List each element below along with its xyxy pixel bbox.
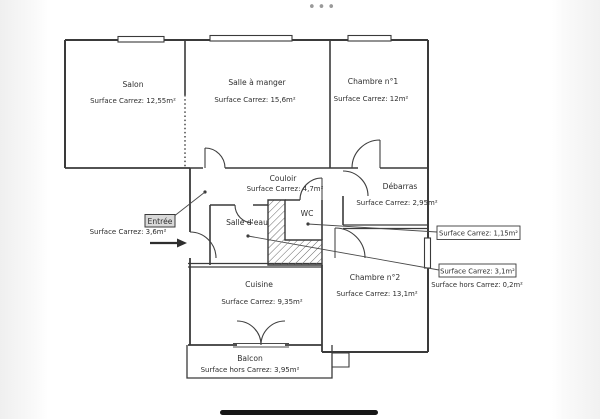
- salle-a-manger-surface: Surface Carrez: 15,6m²: [214, 96, 296, 104]
- home-indicator: [220, 410, 378, 415]
- chambre2-window: [423, 237, 432, 269]
- couloir-label: Couloir: [270, 174, 298, 183]
- wc-surface-label: Surface Carrez: 1,15m²: [439, 230, 518, 238]
- entree-label: Entrée: [148, 217, 173, 226]
- entree-callout: Entrée Surface Carrez: 3,6m²: [90, 214, 176, 236]
- door-swings: [189, 139, 381, 348]
- salle-deau-label: Salle d'eau: [226, 218, 268, 227]
- cuisine-surface: Surface Carrez: 9,35m²: [221, 298, 303, 306]
- couloir-surface: Surface Carrez: 4,7m²: [247, 185, 324, 193]
- wc-surface-callout: Surface Carrez: 1,15m²: [436, 225, 521, 240]
- wc-label: WC: [301, 209, 314, 218]
- chambre2-surface: Surface Carrez: 13,1m²: [336, 290, 418, 298]
- salle-deau-hors-surface-label: Surface hors Carrez: 0,2m²: [431, 281, 523, 289]
- balcon-surface: Surface hors Carrez: 3,95m²: [201, 366, 300, 374]
- salon-surface: Surface Carrez: 12,55m²: [90, 97, 176, 105]
- salle-deau-surface-label: Surface Carrez: 3,1m²: [440, 268, 515, 276]
- cuisine-label: Cuisine: [245, 280, 273, 289]
- salon-label: Salon: [122, 80, 143, 89]
- chambre1-label: Chambre n°1: [348, 77, 399, 86]
- chambre1-surface: Surface Carrez: 12m²: [334, 95, 409, 103]
- debarras-label: Débarras: [383, 182, 418, 191]
- balcony-outline: [186, 345, 350, 379]
- salle-deau-surface-callout: Surface Carrez: 3,1m² Surface hors Carre…: [431, 263, 523, 289]
- salle-a-manger-window: [209, 34, 293, 42]
- entrance-arrow-icon: [150, 238, 187, 248]
- chambre1-window: [347, 34, 392, 42]
- walls: [64, 39, 429, 353]
- technical-shaft-hatched: [267, 199, 323, 266]
- entree-surface: Surface Carrez: 3,6m²: [90, 228, 167, 236]
- more-menu-icon[interactable]: •••: [308, 0, 338, 15]
- debarras-surface: Surface Carrez: 2,95m²: [356, 199, 438, 207]
- salon-window: [117, 35, 165, 43]
- salle-a-manger-label: Salle à manger: [228, 78, 286, 87]
- chambre2-label: Chambre n°2: [350, 273, 401, 282]
- balcon-label: Balcon: [237, 354, 263, 363]
- callout-lines: [172, 190, 440, 271]
